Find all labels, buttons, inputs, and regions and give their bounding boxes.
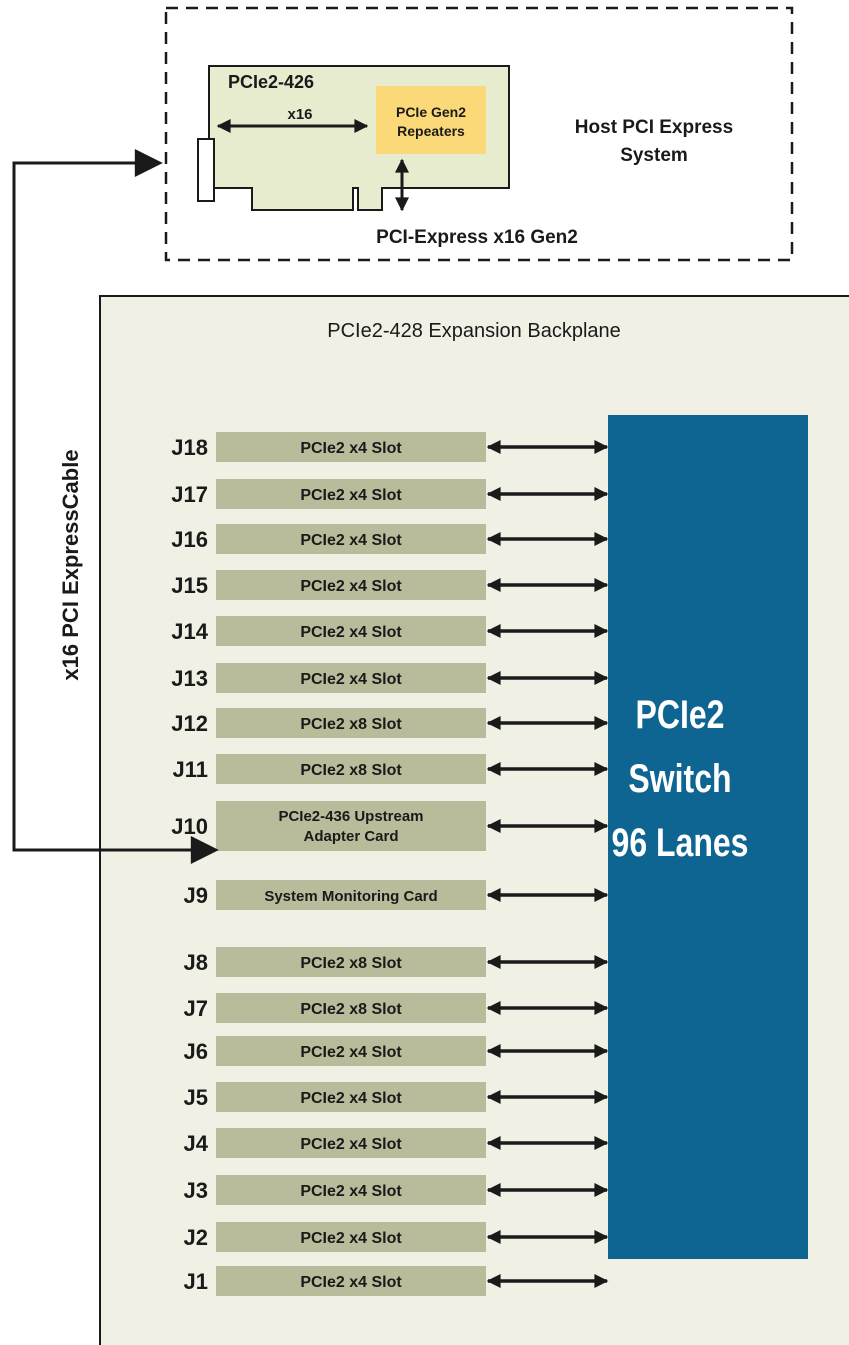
slot-box <box>216 708 486 738</box>
slot-row: J9 System Monitoring Card <box>184 880 609 910</box>
slot-row: J7 PCIe2 x8 Slot <box>184 993 609 1023</box>
slot-label-line2: Adapter Card <box>303 828 398 845</box>
slot-box <box>216 1222 486 1252</box>
slot-row: J11 PCIe2 x8 Slot <box>173 754 609 784</box>
slot-connector-label: J4 <box>184 1131 209 1156</box>
slot-row: J12 PCIe2 x8 Slot <box>171 708 609 738</box>
slot-connector-label: J18 <box>171 435 208 460</box>
slot-row: J13 PCIe2 x4 Slot <box>171 663 609 693</box>
switch-label-line1: PCIe2 <box>636 692 725 737</box>
slot-label: PCIe2 x4 Slot <box>300 440 402 457</box>
host-system-label-line1: Host PCI Express <box>575 117 733 138</box>
slot-box <box>216 801 486 851</box>
slot-row: J14 PCIe2 x4 Slot <box>171 616 609 646</box>
switch-label-line3: 96 Lanes <box>612 820 749 865</box>
slot-connector-label: J10 <box>171 814 208 839</box>
slot-row: J2 PCIe2 x4 Slot <box>184 1222 609 1252</box>
slot-label: PCIe2 x4 Slot <box>300 1044 402 1061</box>
slot-row: J1 PCIe2 x4 Slot <box>184 1266 609 1296</box>
slot-label: PCIe2 x4 Slot <box>300 671 402 688</box>
switch-label-line2: Switch <box>628 756 731 801</box>
slot-connector-label: J8 <box>184 950 208 975</box>
slot-box <box>216 663 486 693</box>
slot-label: PCIe2 x8 Slot <box>300 762 402 779</box>
slot-row: J8 PCIe2 x8 Slot <box>184 947 609 977</box>
expansion-backplane: PCIe2-428 Expansion Backplane PCIe2 Swit… <box>99 295 849 1345</box>
slot-label: PCIe2 x8 Slot <box>300 716 402 733</box>
slot-row: J3 PCIe2 x4 Slot <box>184 1175 609 1205</box>
slot-row: J17 PCIe2 x4 Slot <box>171 479 609 509</box>
slot-row: J5 PCIe2 x4 Slot <box>184 1082 609 1112</box>
slot-row: J18 PCIe2 x4 Slot <box>171 432 609 462</box>
slot-connector-label: J13 <box>171 666 208 691</box>
backplane-title: PCIe2-428 Expansion Backplane <box>327 320 621 342</box>
slot-box <box>216 1082 486 1112</box>
slot-label: PCIe2 x4 Slot <box>300 1274 402 1291</box>
repeater-label-line2: Repeaters <box>397 123 465 139</box>
slot-box <box>216 1266 486 1296</box>
slot-connector-label: J5 <box>184 1085 208 1110</box>
slot-connector-label: J6 <box>184 1039 208 1064</box>
slot-box <box>216 1128 486 1158</box>
cable-label: x16 PCI ExpressCable <box>58 449 83 680</box>
link-width-label: x16 <box>287 106 312 123</box>
host-bus-label: PCI-Express x16 Gen2 <box>376 227 578 248</box>
slot-row: J6 PCIe2 x4 Slot <box>184 1036 609 1066</box>
slot-box <box>216 616 486 646</box>
slot-connector-label: J7 <box>184 996 208 1021</box>
host-card-bracket <box>197 138 215 202</box>
slot-label: PCIe2 x8 Slot <box>300 955 402 972</box>
slot-label: PCIe2 x4 Slot <box>300 1230 402 1247</box>
slot-box <box>216 993 486 1023</box>
slot-connector-label: J3 <box>184 1178 208 1203</box>
slot-label: PCIe2 x4 Slot <box>300 487 402 504</box>
slot-label: PCIe2-436 Upstream <box>278 808 423 825</box>
slot-label: PCIe2 x8 Slot <box>300 1001 402 1018</box>
slot-connector-label: J14 <box>171 619 208 644</box>
host-system-label-line2: System <box>620 145 688 166</box>
slot-label: PCIe2 x4 Slot <box>300 624 402 641</box>
slot-connector-label: J12 <box>171 711 208 736</box>
slot-box <box>216 479 486 509</box>
slot-label: PCIe2 x4 Slot <box>300 532 402 549</box>
slot-label: PCIe2 x4 Slot <box>300 1183 402 1200</box>
slot-box <box>216 524 486 554</box>
cable-line <box>12 161 205 852</box>
slot-box <box>216 1036 486 1066</box>
host-system: PCIe2-426 x16 PCIe Gen2 Repeaters Host P… <box>164 6 794 262</box>
repeater-label-line1: PCIe Gen2 <box>396 104 466 120</box>
expresscable: x16 PCI ExpressCable <box>12 149 219 864</box>
slot-connector-label: J16 <box>171 527 208 552</box>
slot-connector-label: J2 <box>184 1225 208 1250</box>
slot-row: J16 PCIe2 x4 Slot <box>171 524 609 554</box>
slot-connector-label: J11 <box>173 757 209 782</box>
slot-label: PCIe2 x4 Slot <box>300 1136 402 1153</box>
slot-box <box>216 947 486 977</box>
slot-box <box>216 880 486 910</box>
slot-connector-label: J17 <box>171 482 208 507</box>
slot-box <box>216 1175 486 1205</box>
switch-block <box>608 415 808 1259</box>
slot-label: PCIe2 x4 Slot <box>300 578 402 595</box>
repeater-box <box>376 86 486 154</box>
slot-connector-label: J1 <box>184 1269 208 1294</box>
host-system-boundary <box>164 6 794 262</box>
slot-row: J4 PCIe2 x4 Slot <box>184 1128 609 1158</box>
host-card-name: PCIe2-426 <box>228 72 314 92</box>
slot-connector-label: J15 <box>171 573 208 598</box>
slot-box <box>216 754 486 784</box>
slot-label: System Monitoring Card <box>264 888 437 905</box>
slot-box <box>216 570 486 600</box>
slot-box <box>216 432 486 462</box>
slot-connector-label: J9 <box>184 883 208 908</box>
slot-row: J15 PCIe2 x4 Slot <box>171 570 609 600</box>
slot-label: PCIe2 x4 Slot <box>300 1090 402 1107</box>
